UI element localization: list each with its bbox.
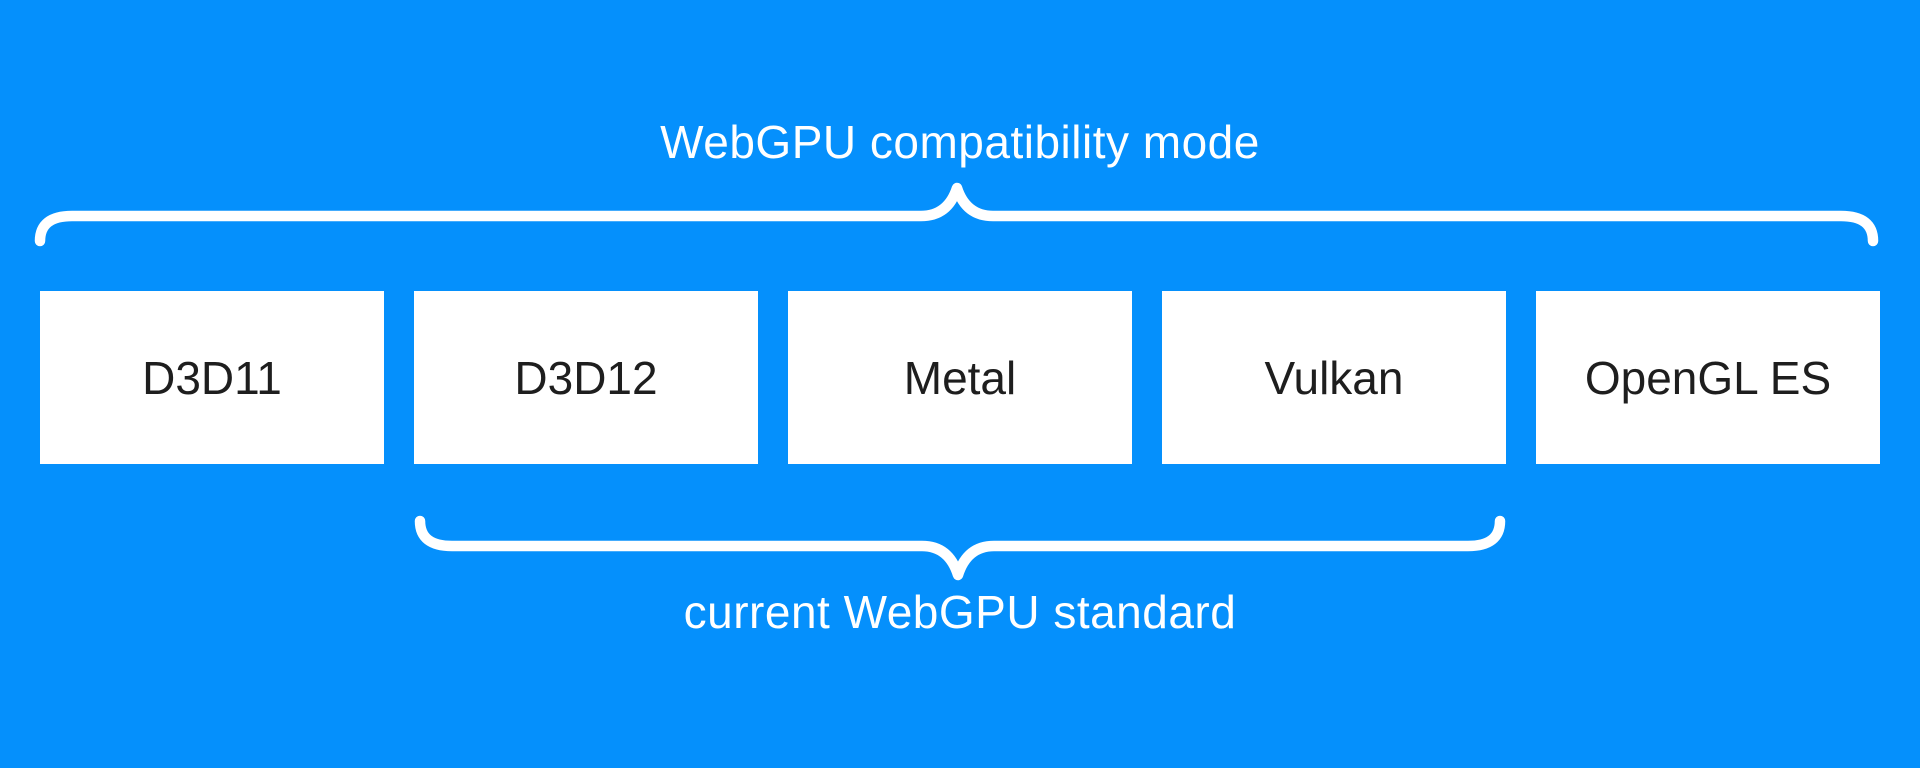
box-d3d11: D3D11 bbox=[40, 291, 384, 464]
box-vulkan: Vulkan bbox=[1162, 291, 1506, 464]
bottom-brace-icon bbox=[414, 515, 1506, 581]
box-d3d12: D3D12 bbox=[414, 291, 758, 464]
box-label: Vulkan bbox=[1264, 351, 1404, 404]
diagram-subtitle: current WebGPU standard bbox=[683, 586, 1237, 638]
box-label: OpenGL ES bbox=[1584, 351, 1832, 404]
box-metal: Metal bbox=[788, 291, 1132, 464]
box-label: D3D11 bbox=[142, 351, 282, 404]
top-brace-icon bbox=[34, 182, 1879, 247]
box-label: Metal bbox=[903, 351, 1017, 404]
diagram-title: WebGPU compatibility mode bbox=[660, 116, 1260, 168]
box-label: D3D12 bbox=[514, 351, 658, 404]
box-opengl-es: OpenGL ES bbox=[1536, 291, 1880, 464]
